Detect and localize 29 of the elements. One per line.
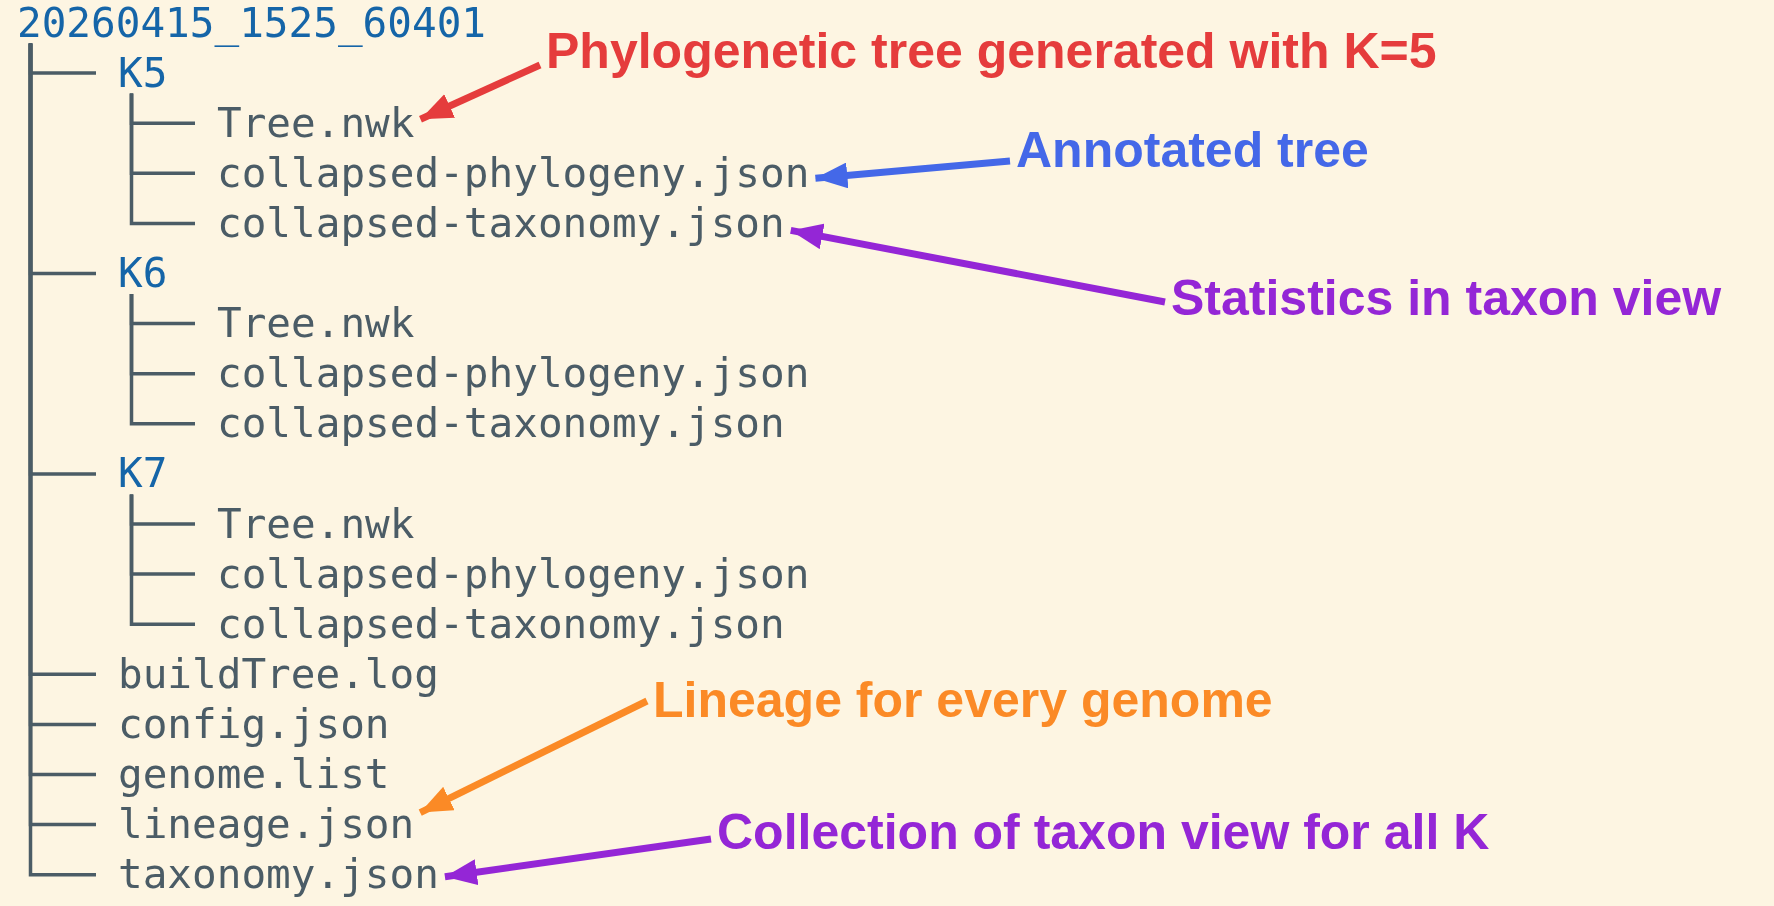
annotation-text: Collection of taxon view for all K	[717, 807, 1490, 857]
file-name: genome.list	[118, 754, 390, 795]
annotation-arrow	[790, 223, 1166, 306]
annotation-text: Annotated tree	[1016, 125, 1369, 175]
annotation-text: Statistics in taxon view	[1171, 273, 1722, 323]
file-name: config.json	[118, 703, 390, 745]
annotation-text: Lineage for every genome	[653, 675, 1273, 725]
file-name: Tree.nwk	[217, 503, 415, 545]
file-name: collapsed-phylogeny.json	[217, 553, 810, 595]
annotation-arrow	[419, 61, 542, 123]
directory-name: K6	[118, 253, 168, 294]
annotation-arrow	[418, 697, 649, 816]
file-name: collapsed-taxonomy.json	[217, 202, 785, 244]
file-name: buildTree.log	[118, 653, 439, 695]
tree-branch-line	[129, 93, 195, 226]
tree-branch-line	[129, 494, 195, 626]
file-name: Tree.nwk	[217, 303, 415, 345]
annotation-arrow	[444, 835, 712, 886]
file-name: collapsed-taxonomy.json	[217, 403, 785, 445]
directory-name: K7	[118, 453, 168, 495]
annotation-text: Phylogenetic tree generated with K=5	[546, 26, 1437, 76]
file-name: collapsed-phylogeny.json	[217, 152, 810, 194]
file-name: collapsed-phylogeny.json	[217, 353, 810, 395]
file-name: collapsed-taxonomy.json	[217, 603, 785, 645]
file-name: taxonomy.json	[118, 854, 439, 896]
directory-name: K5	[118, 52, 168, 94]
tree-branch-line	[129, 294, 195, 426]
file-name: lineage.json	[118, 804, 415, 846]
file-name: Tree.nwk	[217, 102, 415, 144]
